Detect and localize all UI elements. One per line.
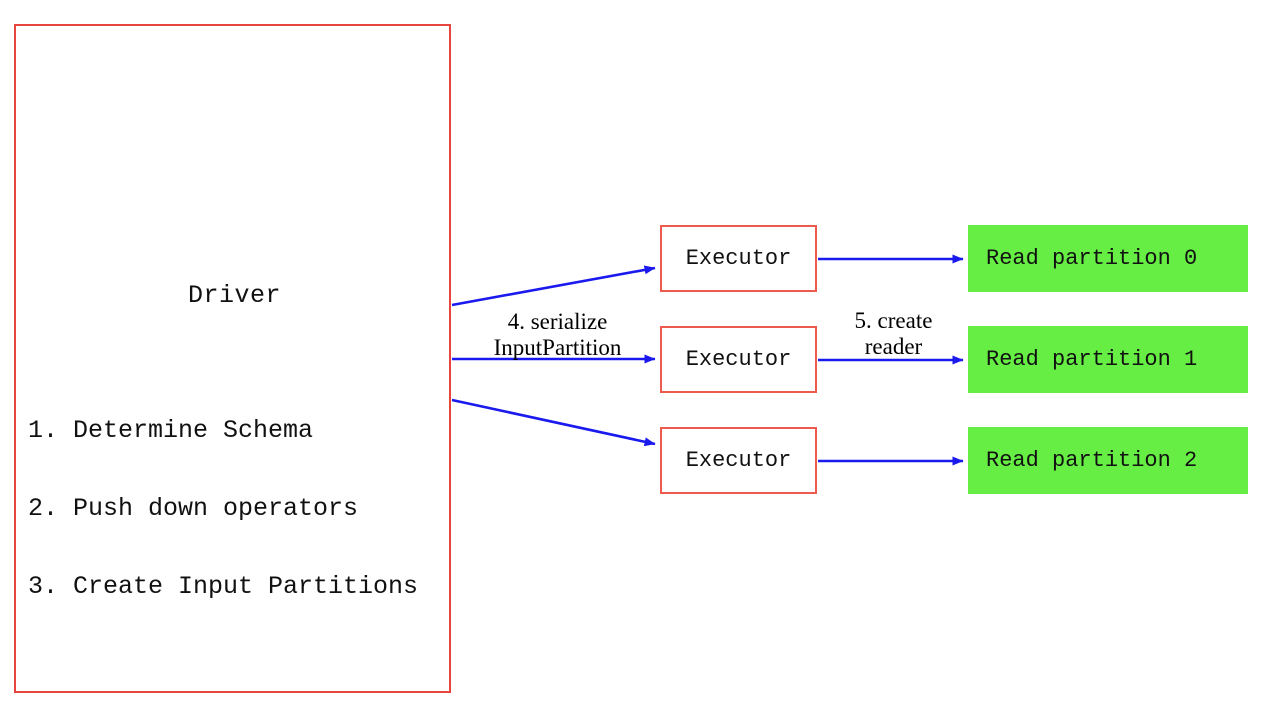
executor-label-1: Executor — [685, 246, 792, 271]
driver-title: Driver — [187, 281, 281, 310]
edge-label-serialize-line2: InputPartition — [493, 335, 622, 360]
driver-box: Driver 1. Determine Schema 2. Push down … — [14, 24, 451, 693]
arrow-driver-to-executor-3 — [451, 398, 656, 447]
arrow-driver-to-executor-1 — [451, 265, 656, 307]
partition-label-0: Read partition 0 — [986, 246, 1198, 271]
edge-label-create-line2: reader — [864, 334, 923, 359]
partition-box-2: Read partition 2 — [968, 427, 1248, 494]
executor-box-2: Executor — [660, 326, 817, 393]
edge-label-create: 5. create reader — [825, 308, 962, 360]
driver-step-2: 2. Push down operators — [28, 494, 359, 523]
executor-label-2: Executor — [685, 347, 792, 372]
edge-label-serialize-line1: 4. serialize — [507, 309, 608, 334]
executor-box-1: Executor — [660, 225, 817, 292]
partition-box-0: Read partition 0 — [968, 225, 1248, 292]
partition-label-2: Read partition 2 — [986, 448, 1198, 473]
executor-box-3: Executor — [660, 427, 817, 494]
edge-label-serialize: 4. serialize InputPartition — [460, 309, 655, 361]
edge-label-create-line1: 5. create — [854, 308, 933, 333]
driver-steps-list: 1. Determine Schema 2. Push down operato… — [28, 366, 418, 652]
driver-step-3: 3. Create Input Partitions — [28, 572, 419, 601]
executor-label-3: Executor — [685, 448, 792, 473]
partition-label-1: Read partition 1 — [986, 347, 1198, 372]
driver-step-1: 1. Determine Schema — [28, 416, 314, 445]
partition-box-1: Read partition 1 — [968, 326, 1248, 393]
